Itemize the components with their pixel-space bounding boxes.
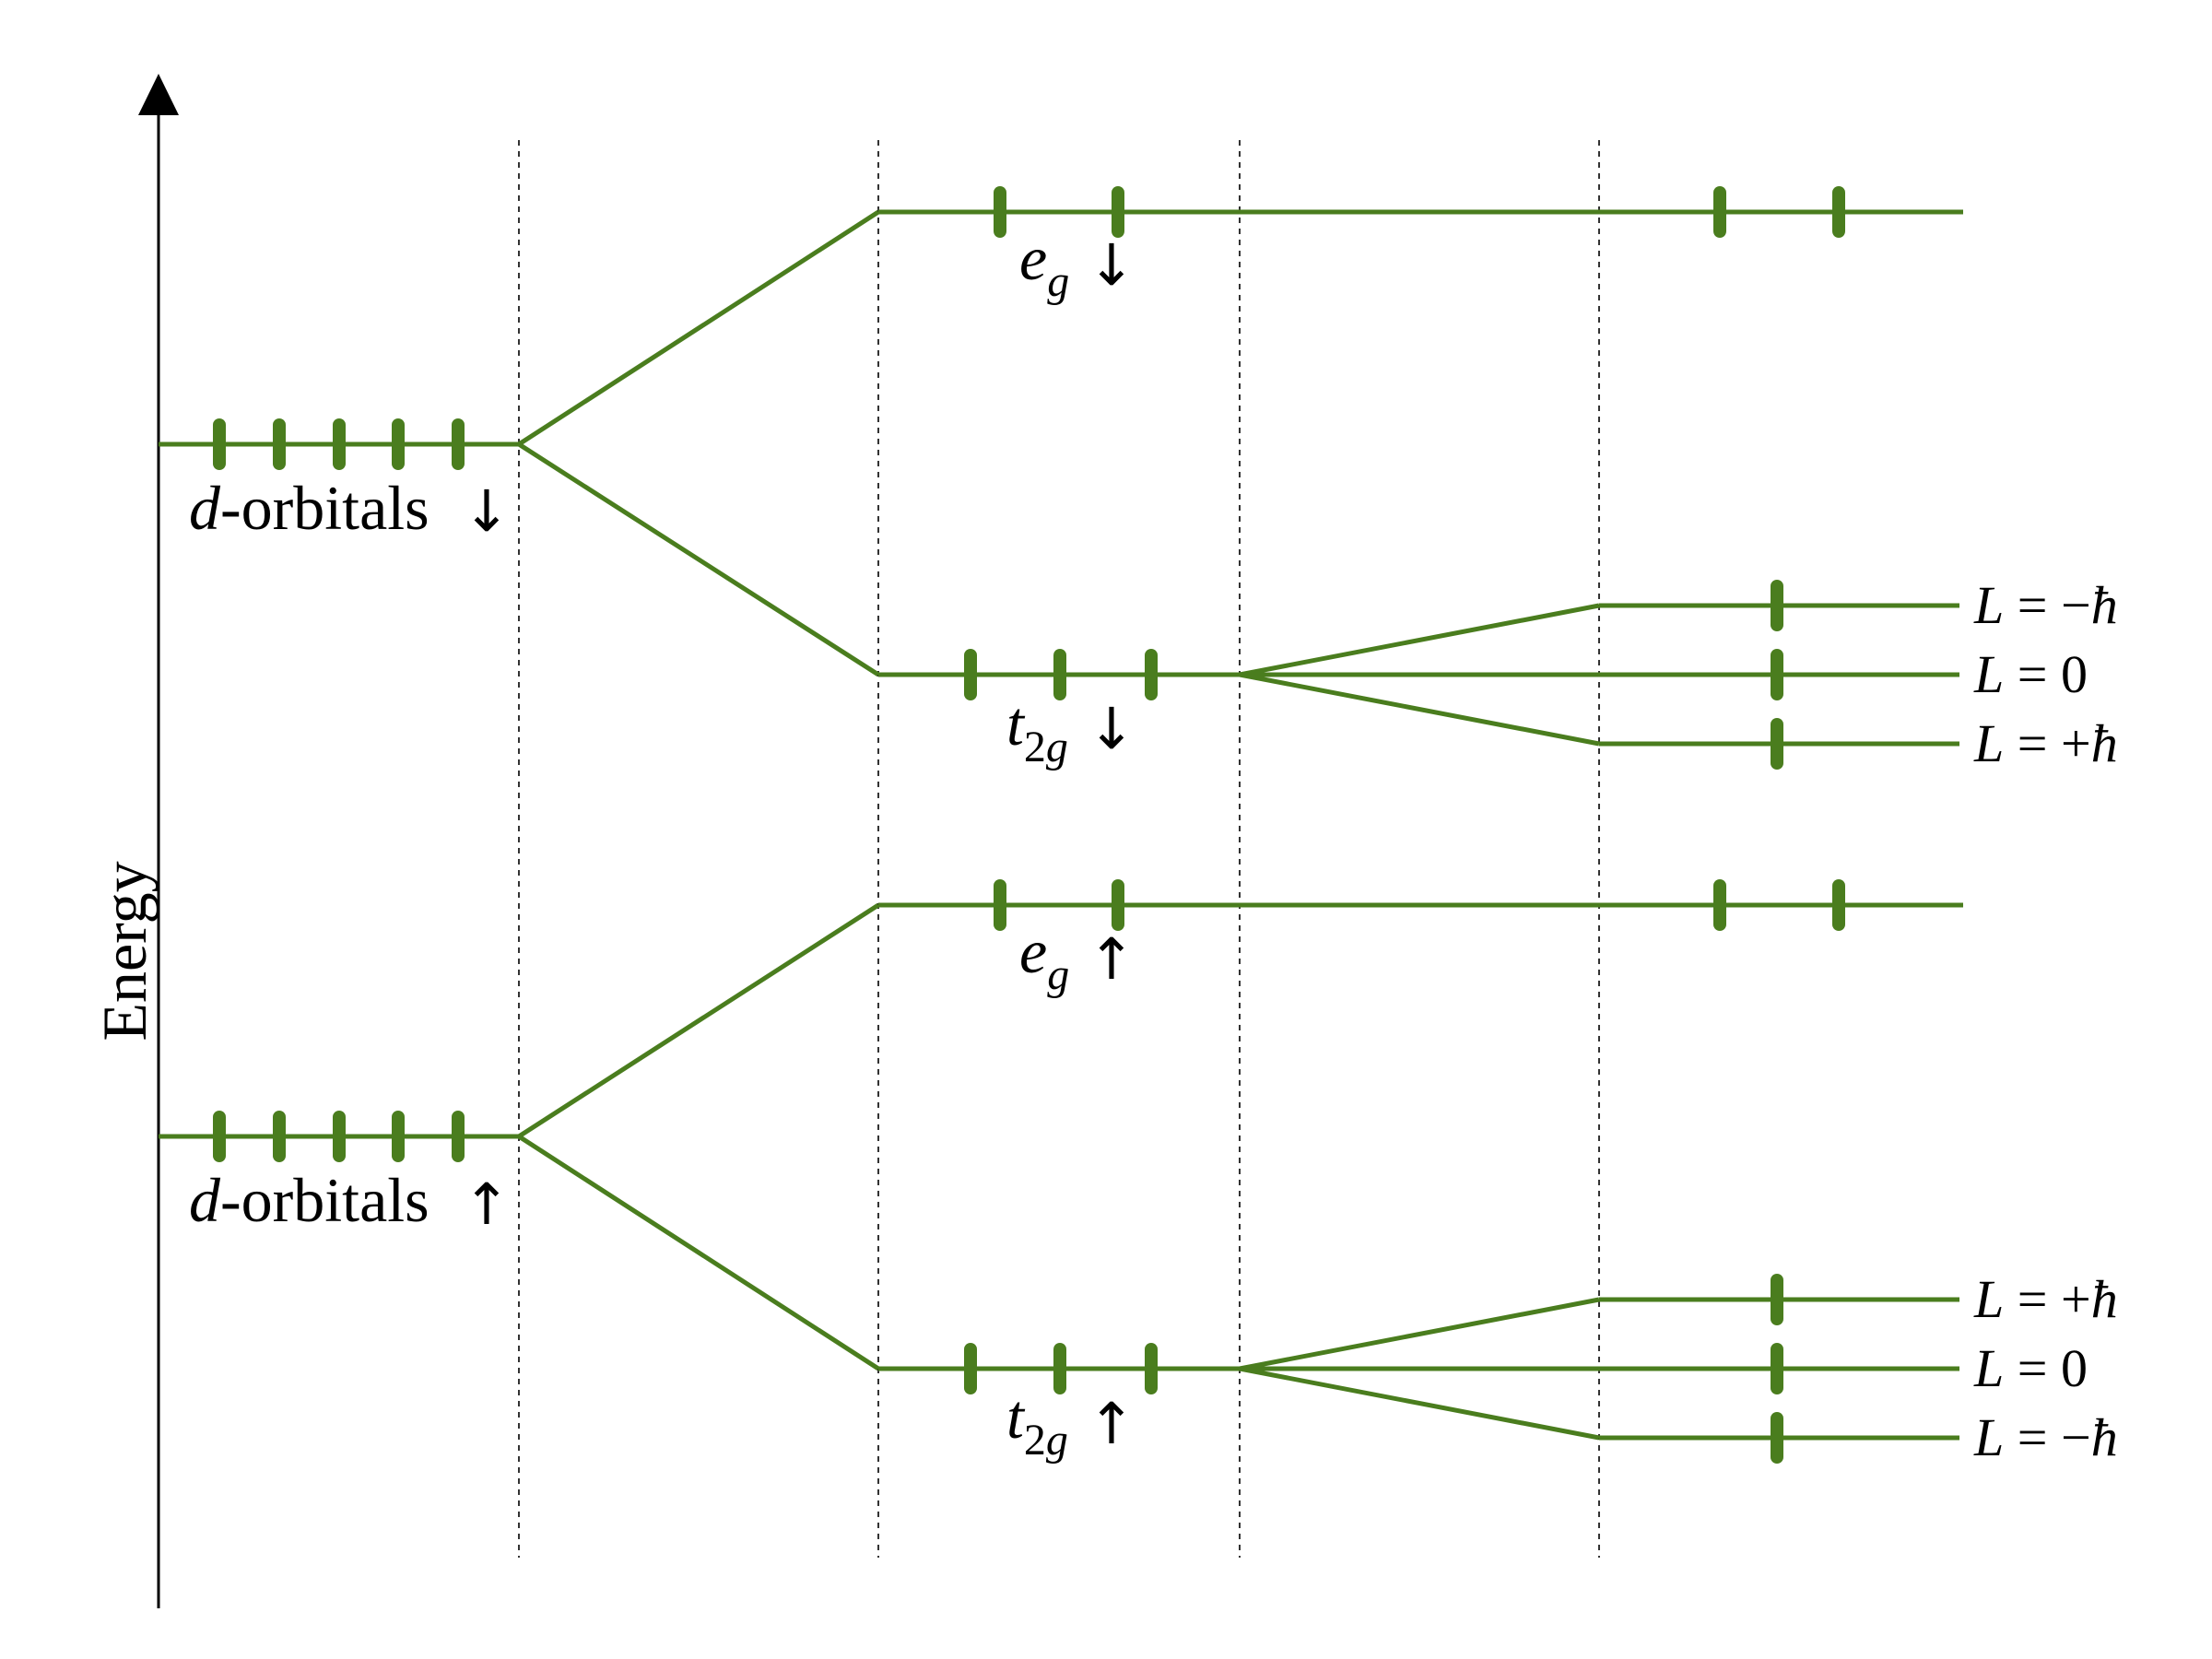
spin-down-arrow-t2g: ↓ [1088, 695, 1135, 762]
spin-up-arrow-eg: ↑ [1088, 925, 1135, 993]
connector-t2g-L-bottom-down [1239, 672, 1600, 747]
label-L-up-3: L = −ħ [1973, 1407, 2118, 1467]
electrons-d-down [213, 418, 465, 470]
spin-down-arrow-eg: ↓ [1088, 231, 1135, 299]
connector-t2g-L-bottom-up [1239, 1366, 1600, 1441]
electrons-t2g-up [964, 1343, 1158, 1394]
electrons-eg-down [994, 186, 1845, 238]
electrons-eg-up [994, 879, 1845, 931]
spin-up-arrow-t2g: ↑ [1088, 1390, 1135, 1457]
label-eg-down: eg [1019, 223, 1069, 306]
spin-down-arrow-d: ↓ [463, 477, 511, 545]
connector-d-t2g-down [517, 441, 880, 677]
connector-t2g-L-top-down [1239, 603, 1600, 677]
electrons-t2g-down [964, 649, 1158, 700]
label-t2g-down: t2g [1006, 688, 1068, 771]
connector-d-eg-up [517, 902, 880, 1139]
spin-down-group: d-orbitals ↓ eg ↓ t2g ↓ [159, 186, 2118, 773]
label-L-down-1: L = −ħ [1973, 575, 2118, 635]
connector-d-eg-down [517, 209, 880, 447]
spin-up-group: d-orbitals ↑ eg ↑ t2g ↑ [159, 879, 2118, 1467]
connector-d-t2g-up [517, 1134, 880, 1371]
connector-t2g-L-top-up [1239, 1297, 1600, 1371]
label-d-orbitals-down: d-orbitals [189, 473, 429, 543]
label-d-orbitals-up: d-orbitals [189, 1165, 429, 1235]
energy-axis-arrowhead [138, 74, 179, 115]
label-L-down-2: L = 0 [1973, 644, 2088, 704]
label-eg-up: eg [1019, 916, 1069, 999]
label-L-up-1: L = +ħ [1973, 1269, 2118, 1329]
electrons-d-up [213, 1111, 465, 1162]
label-L-up-2: L = 0 [1973, 1338, 2088, 1398]
label-L-down-3: L = +ħ [1973, 713, 2118, 773]
spin-up-arrow-d: ↑ [463, 1171, 511, 1238]
energy-axis-label: Energy [89, 861, 159, 1041]
label-t2g-up: t2g [1006, 1382, 1068, 1465]
